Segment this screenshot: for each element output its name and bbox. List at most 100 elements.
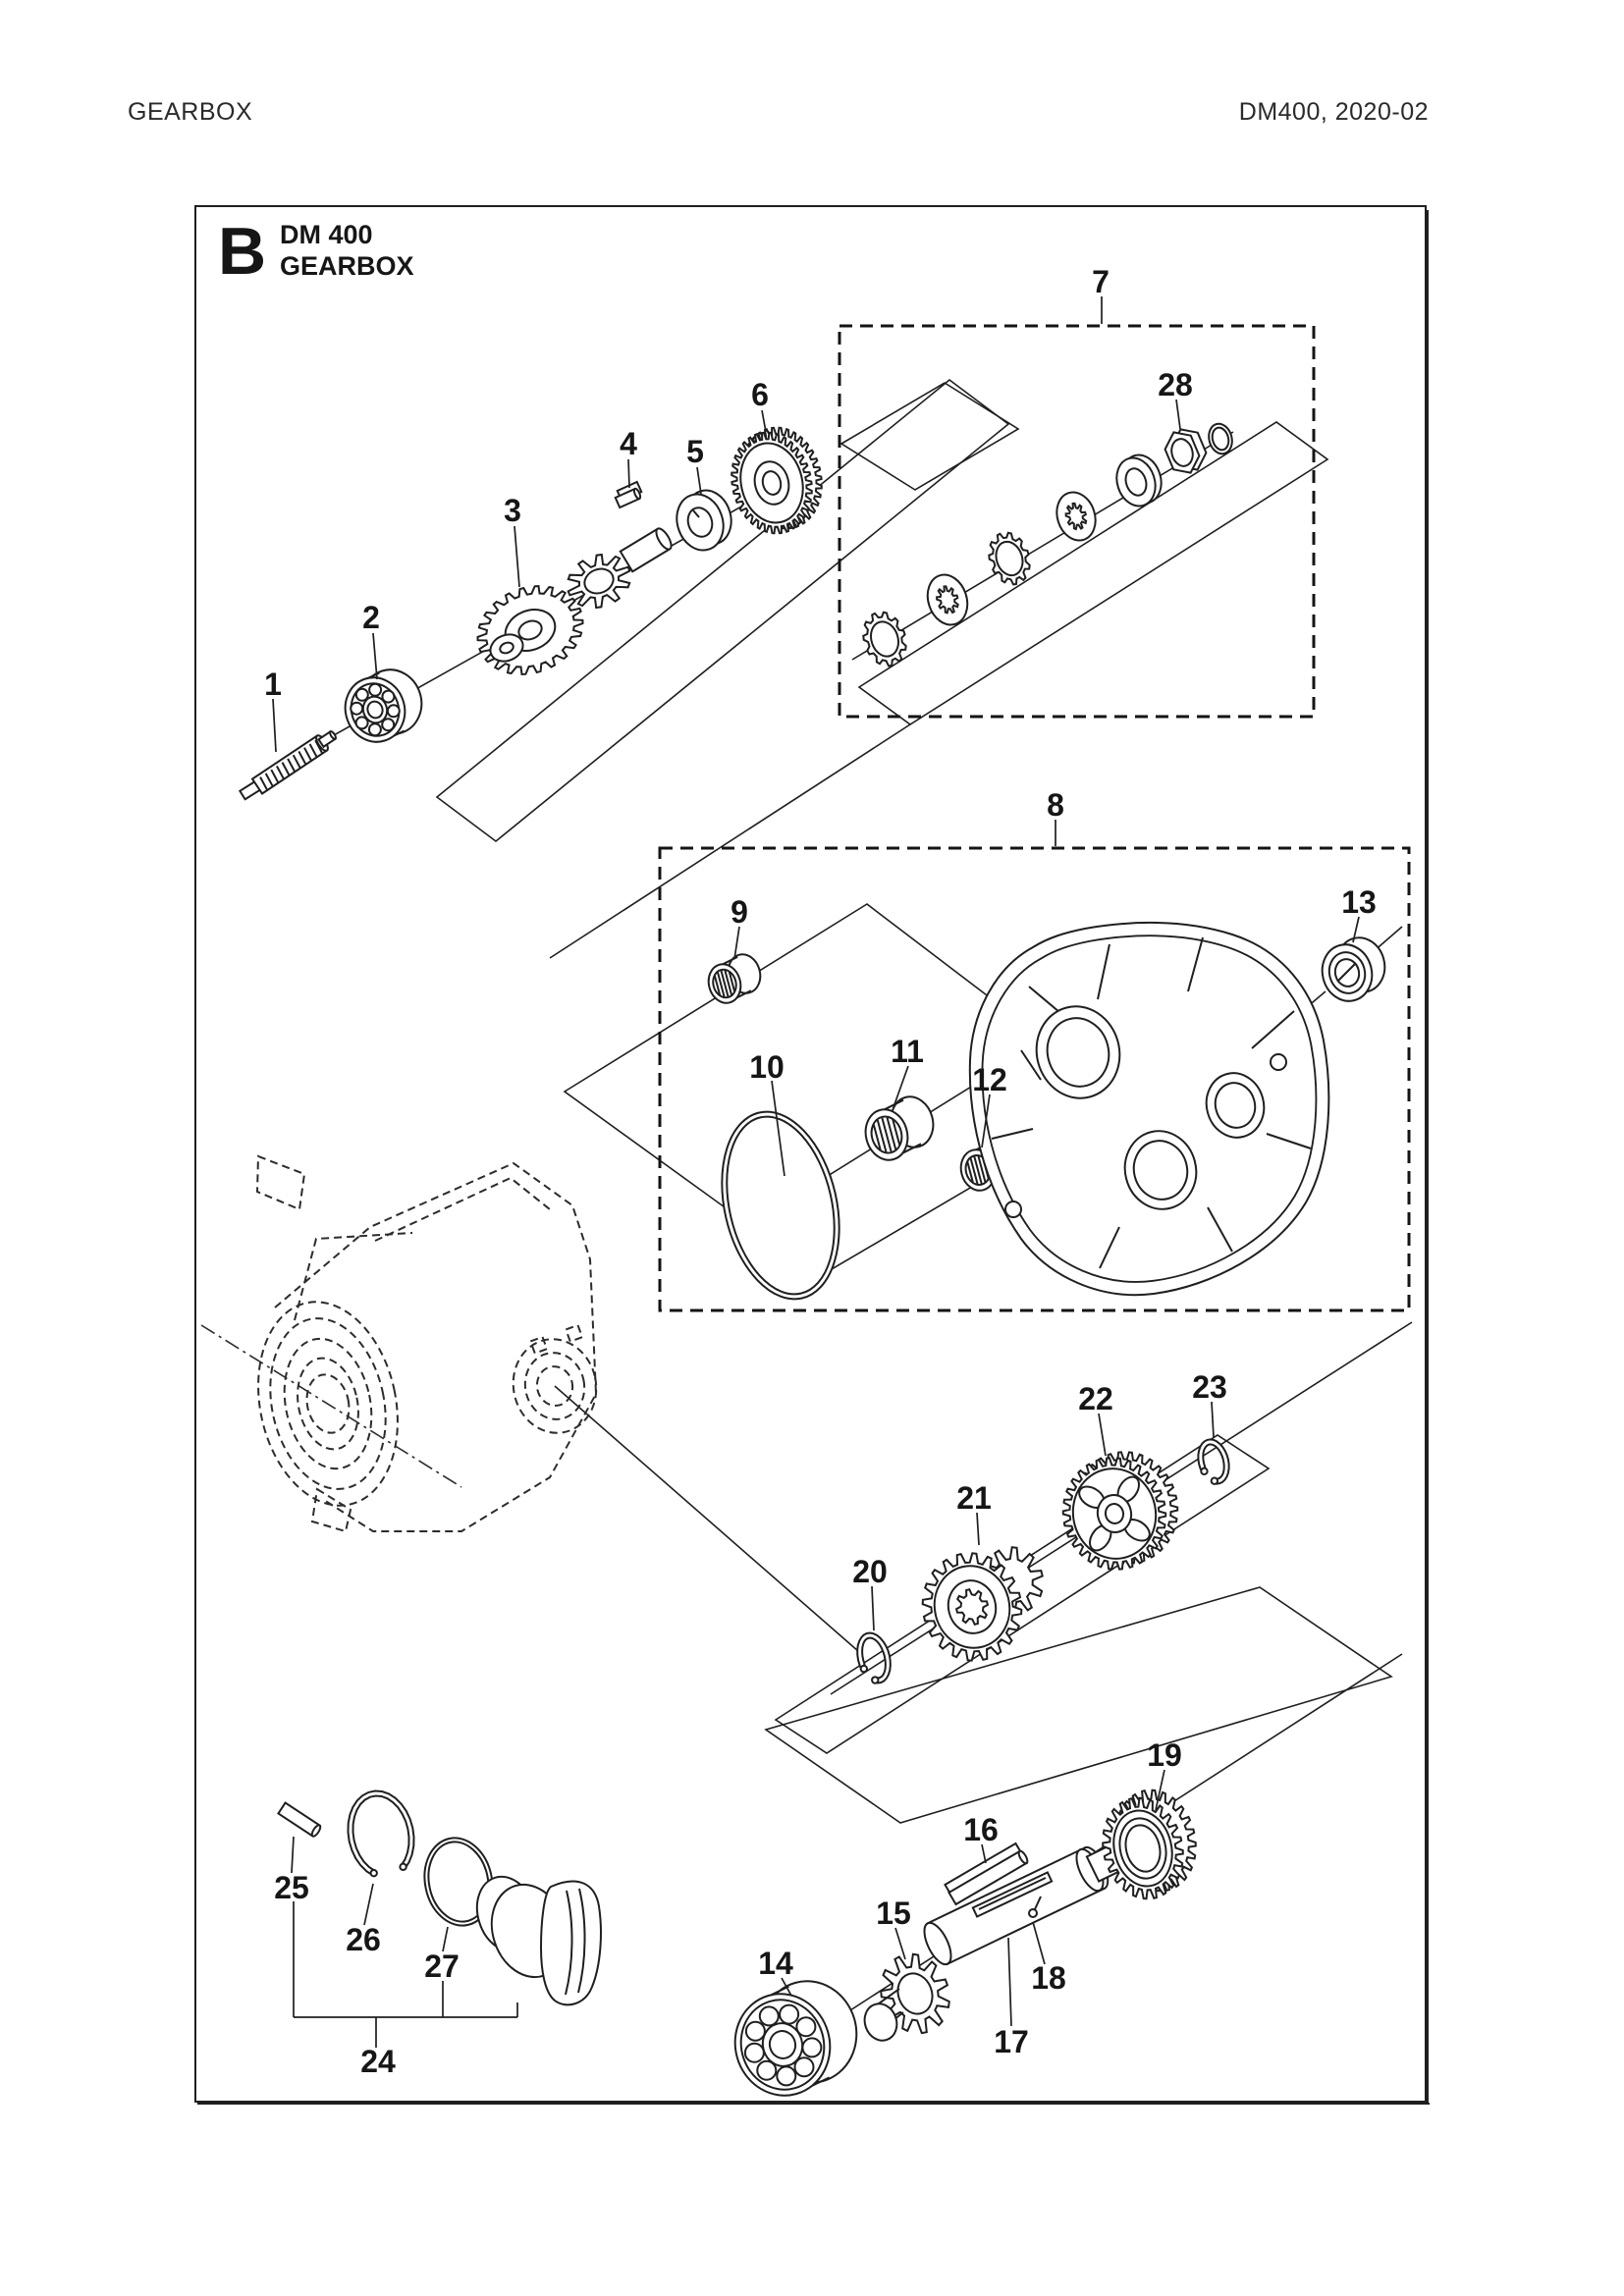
leader-9 — [733, 926, 740, 960]
part-20-circlip — [856, 1631, 892, 1684]
knob-wing-crease-1 — [565, 1890, 573, 1996]
housing-main-bore-inner — [305, 1373, 351, 1434]
part-19-gear — [1102, 1789, 1197, 1900]
circle-shape — [354, 687, 369, 702]
line-shape — [1187, 936, 1204, 992]
line-shape — [1034, 1896, 1042, 1910]
line-shape — [1097, 943, 1110, 1000]
part-23-circlip — [1197, 1438, 1230, 1485]
line-shape — [720, 970, 730, 997]
line-shape — [264, 773, 274, 787]
ellipse-shape — [350, 682, 401, 737]
part-11-needle-bearing — [864, 1095, 935, 1161]
ellipse-shape — [863, 2002, 898, 2042]
housing-roof-ridge — [374, 1176, 551, 1242]
callout-5: 5 — [686, 434, 704, 469]
housing-bore-leader-line — [554, 1385, 859, 1652]
ellipse-shape — [329, 730, 337, 740]
part-4-key — [614, 480, 643, 509]
housing-boss-screw-1 — [529, 1335, 549, 1355]
part-27-o-ring — [423, 1837, 494, 1927]
circle-shape — [367, 722, 382, 737]
leader-3 — [514, 525, 520, 588]
line-shape — [292, 754, 301, 769]
callout-9: 9 — [731, 894, 748, 930]
line-shape — [298, 750, 307, 765]
line-shape — [259, 776, 268, 791]
housing-mount-tab — [255, 1154, 306, 1211]
line-shape — [876, 1119, 888, 1152]
ellipse-shape — [423, 1837, 494, 1927]
circle-shape — [758, 2005, 780, 2027]
line-shape — [716, 972, 726, 997]
ellipse-shape — [1124, 467, 1148, 497]
callout-19: 19 — [1147, 1737, 1182, 1773]
circle-shape — [744, 2020, 766, 2042]
part-10-o-ring — [721, 1110, 840, 1301]
plane-extension-line — [549, 723, 911, 959]
circle-shape — [793, 2056, 815, 2078]
ellipse-shape — [870, 620, 899, 658]
leader-2 — [372, 632, 378, 680]
line-shape — [966, 1161, 974, 1183]
circle-shape — [381, 718, 396, 732]
circle-shape — [1004, 1201, 1022, 1218]
line-shape — [314, 739, 323, 754]
callout-12: 12 — [972, 1062, 1007, 1097]
line-shape — [1207, 1206, 1233, 1253]
leader-25 — [291, 1836, 295, 1874]
circle-shape — [795, 2016, 817, 2038]
callout-13: 13 — [1341, 884, 1377, 920]
housing-boss-screw-2 — [565, 1323, 584, 1343]
leader-13 — [1352, 916, 1360, 943]
line-shape — [977, 1155, 987, 1183]
knob-wing-crease-2 — [577, 1888, 586, 1994]
ellipse-shape — [583, 567, 615, 595]
line-shape — [1099, 1226, 1120, 1269]
housing-side-bore-mid — [523, 1352, 586, 1420]
part-2-ball-bearing — [344, 668, 423, 743]
callout-23: 23 — [1192, 1369, 1227, 1405]
part-13-seal-ring — [1321, 936, 1386, 1002]
leader-15 — [894, 1927, 906, 1960]
leader-20 — [871, 1585, 875, 1631]
circle-shape — [381, 689, 396, 704]
line-shape — [728, 971, 736, 992]
ellipse-shape — [1124, 1824, 1162, 1873]
leader-28 — [1175, 399, 1181, 430]
ellipse-shape — [499, 641, 514, 655]
callout-3: 3 — [504, 493, 521, 528]
housing-main-boss-outer — [257, 1301, 399, 1507]
callout-25: 25 — [274, 1870, 309, 1905]
housing-side-bore-inner — [535, 1365, 574, 1407]
panel-border — [194, 205, 1427, 2103]
leader-17 — [1007, 1937, 1012, 2027]
part-26-circlip — [347, 1789, 415, 1878]
leader-22 — [1098, 1413, 1107, 1457]
circle-shape — [871, 1676, 880, 1684]
part-9-needle-bearing — [707, 953, 762, 1004]
circle-shape — [354, 716, 369, 730]
housing-main-bore — [297, 1357, 359, 1451]
line-shape — [308, 743, 318, 758]
leader-6 — [761, 409, 767, 433]
callout-24: 24 — [360, 2044, 396, 2079]
page-header-section-title: GEARBOX — [128, 98, 253, 126]
ellipse-shape — [1118, 1817, 1167, 1880]
housing-foot — [310, 1487, 352, 1533]
callout-20: 20 — [852, 1554, 888, 1589]
line-shape — [287, 758, 296, 773]
panel-section: GEARBOX — [280, 251, 414, 281]
group-box-7-friction-disc-set — [838, 324, 1316, 719]
line-shape — [881, 1117, 893, 1152]
housing-side-bore-outer — [512, 1338, 598, 1434]
leader-21 — [976, 1512, 980, 1546]
circle-shape — [1270, 1053, 1287, 1071]
ellipse-shape — [1170, 438, 1194, 467]
part-22-spoked-gear — [1061, 1451, 1179, 1571]
callout-11: 11 — [891, 1034, 924, 1069]
line-shape — [713, 975, 722, 996]
line-shape — [270, 769, 280, 783]
ellipse-shape — [1104, 1503, 1125, 1524]
